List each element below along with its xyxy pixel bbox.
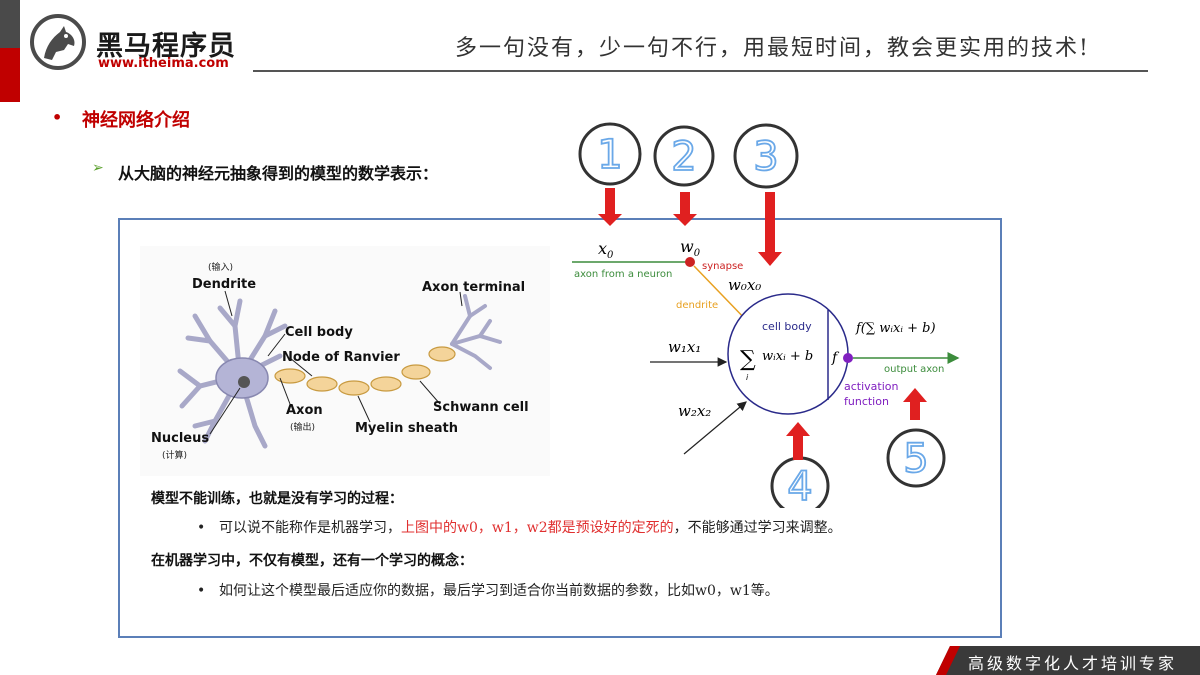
subtitle-arrow-icon: ➢ [92,160,104,176]
svg-text:2: 2 [671,134,696,180]
logo-url: www.itheima.com [98,56,229,71]
notes-heading-1: 模型不能训练，也就是没有学习的过程： [151,491,403,507]
w2x2-arrow [683,401,747,455]
svg-text:5: 5 [903,436,928,482]
section-title: 神经网络介绍 [82,110,190,131]
function-label: function [844,395,889,408]
cell-body-label: Cell body [285,325,353,340]
nucleus-label: Nucleus [151,431,209,446]
w0-label: w0 [680,237,701,259]
marker-1: 1 [578,122,642,186]
header-divider [253,70,1148,72]
bullet-dot: • [197,583,206,599]
w0x0-label: w₀x₀ [728,276,761,294]
axon-label: Axon [286,403,323,418]
f-label: f [831,350,840,366]
slogan: 多一句没有，少一句不行，用最短时间，教会更实用的技术! [455,36,1090,61]
axon-terminal-label: Axon terminal [422,280,525,295]
marker-5: 5 [886,428,946,488]
axon-from-neuron-label: axon from a neuron [574,269,672,280]
synapse-label: synapse [702,261,743,272]
notes-heading-2: 在机器学习中，不仅有模型，还有一个学习的概念： [151,553,473,569]
synapse-dot [685,257,695,267]
left-accent-bar-red [0,48,20,102]
bullet-dot: • [197,520,206,536]
svg-text:4: 4 [787,464,812,508]
dendrite-line [693,265,752,326]
output-cn-label: (输出) [290,421,315,433]
footer-text: 高级数字化人才培训专家 [968,654,1178,673]
notes-bullet-1: • 可以说不能称作是机器学习，上图中的w0，w1，w2都是预设好的定死的，不能够通… [197,517,842,537]
note1-pre: 可以说不能称作是机器学习， [219,520,401,536]
logo-horse-icon [30,14,86,70]
left-accent-bar-dark [0,0,20,48]
cell-body-model-label: cell body [762,320,812,333]
neuron-model-diagram: 1 2 3 4 5 x0 w0 axon from a neuron synap… [572,122,960,508]
x0-label: x0 [598,239,614,261]
note2-text: 如何让这个模型最后适应你的数据，最后学习到适合你当前数据的参数，比如w0，w1等… [219,583,779,599]
svg-text:1: 1 [597,132,622,178]
note1-post: ，不能够通过学习来调整。 [673,520,842,536]
output-expression: f(∑ wᵢxᵢ + b) [855,321,936,336]
sum-symbol-icon: ∑ [740,347,756,372]
content-box [118,218,1002,638]
red-arrows [598,188,927,460]
subtitle: 从大脑的神经元抽象得到的模型的数学表示： [118,164,439,183]
notes-bullet-2: • 如何让这个模型最后适应你的数据，最后学习到适合你当前数据的参数，比如w0，w1… [197,580,779,600]
logo-name: 黑马程序员 [96,31,236,62]
compute-cn-label: (计算) [162,449,187,461]
output-axon-label: output axon [884,364,944,375]
node-of-ranvier-label: Node of Ranvier [282,350,400,365]
svg-text:3: 3 [753,134,778,180]
input-cn-label: (输入) [208,261,233,273]
schwann-cell-label: Schwann cell [433,400,529,415]
footer-banner [936,646,1200,675]
dendrite-label: Dendrite [192,277,256,292]
section-bullet: • [52,108,63,127]
activation-dot [843,353,853,363]
marker-3: 3 [733,123,799,189]
w1x1-label: w₁x₁ [668,338,701,356]
marker-4: 4 [770,456,830,508]
activation-label: activation [844,380,899,393]
note1-highlight: 上图中的w0，w1，w2都是预设好的定死的 [401,520,674,536]
myelin-sheath-label: Myelin sheath [355,421,458,436]
marker-2: 2 [653,125,715,187]
sum-index: i [746,373,749,382]
sum-expression: wᵢxᵢ + b [762,349,813,364]
biological-neuron-diagram: (输入) Dendrite Cell body Node of Ranvier … [140,246,550,476]
w2x2-label: w₂x₂ [678,402,711,420]
dendrite-model-label: dendrite [676,300,718,311]
